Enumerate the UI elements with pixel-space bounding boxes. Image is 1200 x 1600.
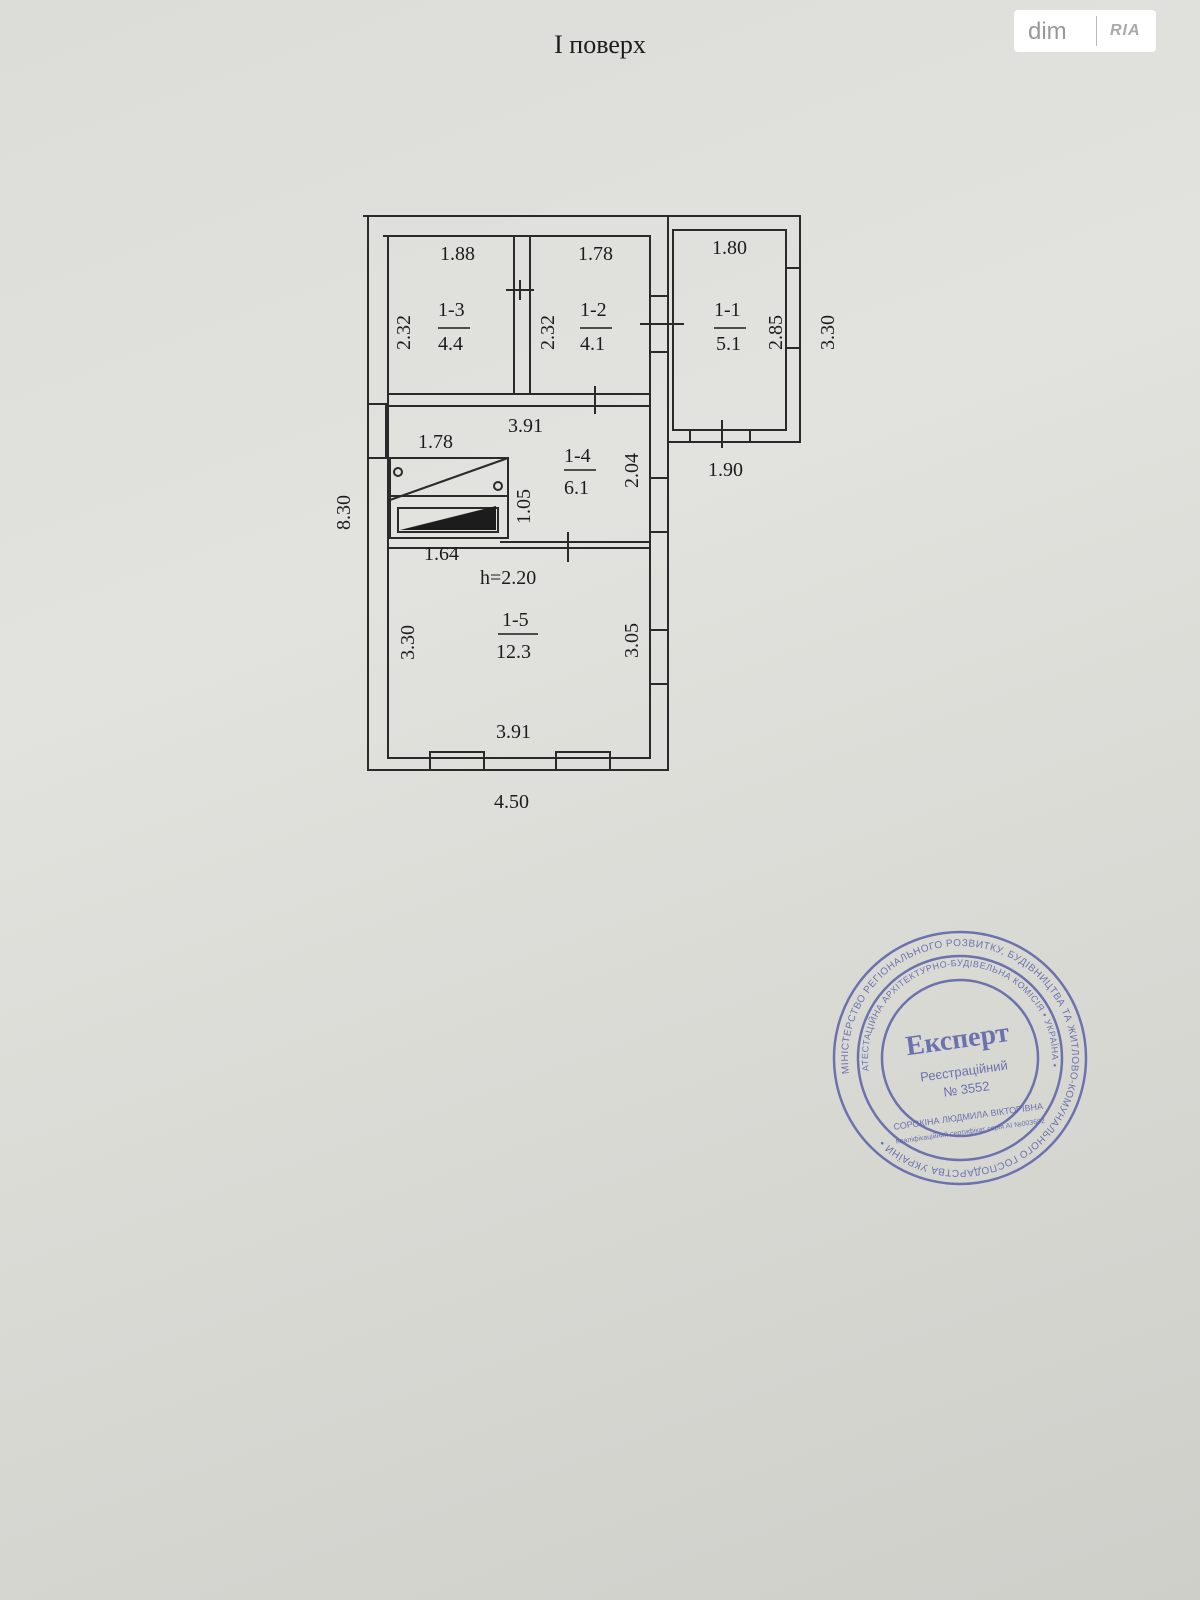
stove-box: [397, 507, 499, 533]
stove-line: [389, 457, 509, 501]
dim-stove-width: 1.78: [418, 431, 453, 453]
dim-1-1-width: 1.80: [712, 237, 747, 259]
watermark-ria: RIA: [1110, 22, 1141, 39]
stove: [389, 457, 509, 539]
room-1-3-id: 1-3: [438, 299, 465, 321]
stove-wedge: [400, 506, 496, 530]
room-1-5-area: 12.3: [496, 641, 531, 663]
room-1-3-area: 4.4: [438, 333, 463, 355]
dim-1-5-width: 3.91: [496, 721, 531, 743]
page-title: I поверх: [554, 30, 646, 59]
dim-1-1-height: 2.85: [765, 315, 787, 350]
window-annex-bottom: [689, 429, 751, 443]
room-1-5-id: 1-5: [502, 609, 529, 631]
dim-1-4-height: 2.04: [621, 453, 643, 488]
window-left: [367, 403, 387, 459]
dim-1-4-width: 3.91: [508, 415, 543, 437]
dim-1-3-width: 1.88: [440, 243, 475, 265]
room-1-2-area: 4.1: [580, 333, 605, 355]
dim-annex-outer-height: 3.30: [817, 315, 839, 350]
dim-1-2-width: 1.78: [578, 243, 613, 265]
dim-annex-bottom-width: 1.90: [708, 459, 743, 481]
stove-circle-left: [393, 467, 403, 477]
window-bottom-left: [429, 751, 485, 771]
room-1-4-area: 6.1: [564, 477, 589, 499]
room-1-4-id: 1-4: [564, 445, 591, 467]
dim-1-5-right: 3.05: [621, 623, 643, 658]
inner-wall-line: [383, 235, 651, 759]
dim-overall-width: 4.50: [494, 791, 529, 813]
room-1-1-area: 5.1: [716, 333, 741, 355]
dim-1-2-height: 2.32: [537, 315, 559, 350]
ceiling-height: h=2.20: [480, 567, 536, 589]
stove-circle-right: [493, 481, 503, 491]
dim-1-5-left: 3.30: [397, 625, 419, 660]
watermark-divider: [1096, 16, 1097, 46]
window-bottom-right: [555, 751, 611, 771]
room-1-1-id: 1-1: [714, 299, 741, 321]
watermark-logo: dim RIA: [1014, 10, 1156, 52]
dim-1-3-height: 2.32: [393, 315, 415, 350]
window-annex-right: [785, 267, 801, 349]
room-1-2-id: 1-2: [580, 299, 607, 321]
dim-stove-height: 1.05: [513, 489, 535, 524]
dim-overall-height: 8.30: [333, 495, 355, 530]
window-right-2: [649, 629, 669, 685]
dim-stove-width-2: 1.64: [424, 543, 459, 565]
window-right-1: [649, 477, 669, 533]
watermark-dim: dim: [1028, 18, 1067, 45]
